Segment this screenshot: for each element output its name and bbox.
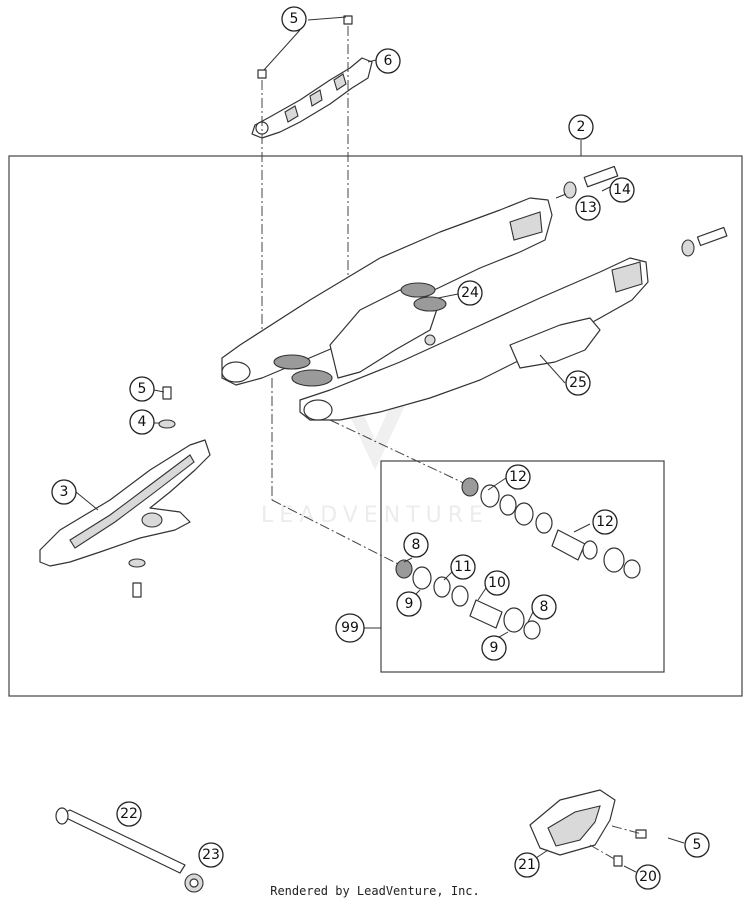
svg-text:25: 25 — [569, 375, 587, 391]
pivot-shaft — [55, 807, 186, 874]
svg-text:12: 12 — [596, 514, 614, 530]
callout-8-left: 8 — [403, 532, 429, 558]
svg-text:8: 8 — [412, 537, 421, 553]
swingarm-assembly-frame — [8, 155, 743, 697]
callout-14: 14 — [609, 177, 635, 203]
assembly-line-guide-bolt — [589, 844, 617, 861]
chain-slider-bolt-top — [158, 386, 176, 429]
bearing-kit-parts — [395, 477, 641, 640]
callout-8-right: 8 — [531, 594, 557, 620]
callout-2: 2 — [568, 114, 594, 140]
callout-20: 20 — [635, 864, 661, 890]
chain-guide-upper — [251, 15, 373, 139]
bearing-kit-frame — [380, 460, 665, 673]
callout-12-lower: 12 — [592, 509, 618, 535]
callout-3: 3 — [51, 479, 77, 505]
callout-4: 4 — [129, 409, 155, 435]
callout-24: 24 — [457, 280, 483, 306]
svg-text:14: 14 — [613, 182, 631, 198]
callout-23: 23 — [198, 842, 224, 868]
svg-text:3: 3 — [60, 484, 69, 500]
callout-5-left: 5 — [129, 376, 155, 402]
svg-text:9: 9 — [405, 596, 414, 612]
svg-text:10: 10 — [488, 575, 506, 591]
callout-11: 11 — [450, 554, 476, 580]
svg-text:24: 24 — [461, 285, 479, 301]
callout-25: 25 — [565, 370, 591, 396]
svg-text:13: 13 — [579, 200, 597, 216]
svg-text:12: 12 — [509, 469, 527, 485]
chain-guide-lower — [529, 789, 647, 867]
svg-text:5: 5 — [693, 837, 702, 853]
svg-text:21: 21 — [518, 857, 536, 873]
render-caption: Rendered by LeadVenture, Inc. — [270, 884, 480, 898]
svg-text:8: 8 — [540, 599, 549, 615]
svg-text:5: 5 — [138, 381, 147, 397]
callout-9-left: 9 — [396, 591, 422, 617]
leader-13 — [555, 193, 567, 199]
leader-lines — [75, 16, 685, 873]
callout-13: 13 — [575, 195, 601, 221]
callout-12-upper: 12 — [505, 464, 531, 490]
svg-text:20: 20 — [639, 869, 657, 885]
svg-text:5: 5 — [290, 11, 299, 27]
svg-text:11: 11 — [454, 559, 472, 575]
chain-slider — [39, 439, 211, 567]
callout-9-right: 9 — [481, 635, 507, 661]
svg-text:23: 23 — [202, 847, 220, 863]
callout-10: 10 — [484, 570, 510, 596]
svg-text:9: 9 — [490, 640, 499, 656]
chain-slider-bolt-bottom — [128, 558, 146, 598]
callout-21: 21 — [514, 852, 540, 878]
callout-5-bottom: 5 — [684, 832, 710, 858]
axle-adjuster-bolts — [563, 165, 728, 257]
svg-text:99: 99 — [341, 620, 359, 636]
svg-text:22: 22 — [120, 806, 138, 822]
svg-text:2: 2 — [577, 119, 586, 135]
assembly-line-pivot-lower — [271, 499, 403, 567]
callout-5-top: 5 — [281, 6, 307, 32]
svg-text:6: 6 — [384, 53, 393, 69]
callout-22: 22 — [116, 801, 142, 827]
assembly-line-pivot-upper — [329, 419, 471, 487]
svg-text:4: 4 — [138, 414, 147, 430]
swingarm — [221, 197, 649, 421]
callout-6: 6 — [375, 48, 401, 74]
callout-99: 99 — [335, 613, 365, 643]
watermark-text: LEADVENTURE — [261, 503, 489, 528]
assembly-line-guide-lower — [611, 825, 643, 835]
pivot-nut — [184, 873, 204, 893]
